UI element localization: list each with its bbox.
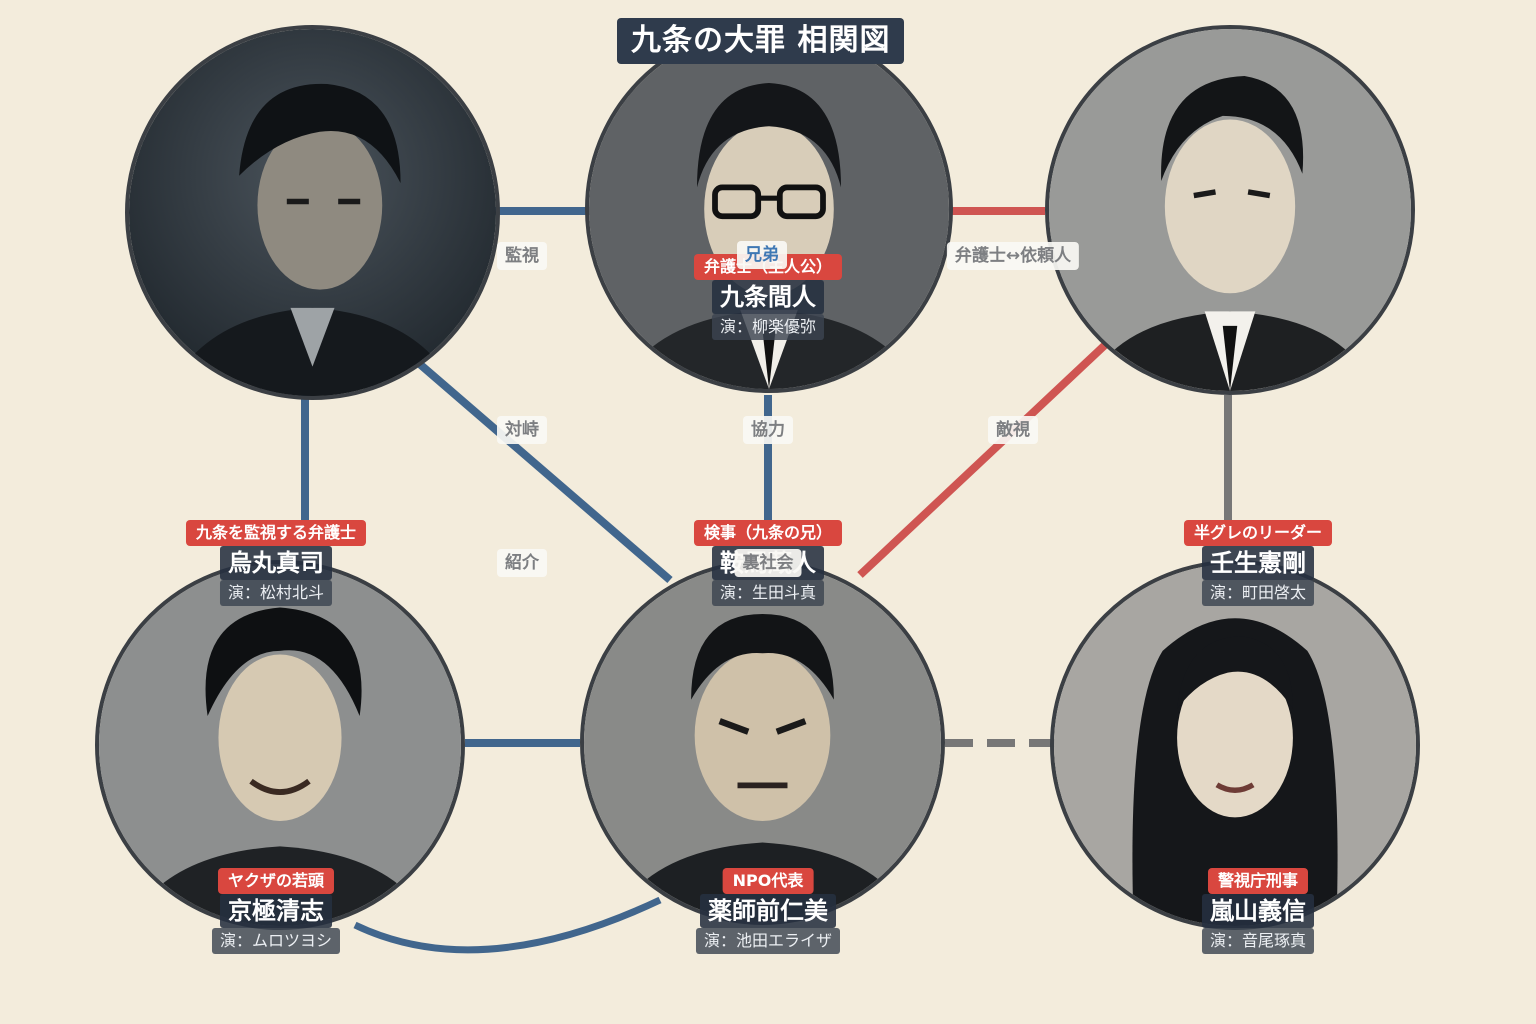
role-badge-kuraki: 検事（九条の兄）: [693, 520, 843, 546]
long-hair-woman-icon: [1054, 564, 1416, 926]
actor-label-kujo: 演：柳楽優弥: [711, 314, 825, 340]
role-badge-arashiyama: 警視庁刑事: [1207, 868, 1309, 894]
relation-label-surveillance: 監視: [497, 242, 547, 270]
dark-hair-man-icon: [129, 29, 496, 396]
glasses-man-icon: [589, 29, 949, 389]
line-top-right-bottom-center: [857, 342, 1108, 578]
portrait-kuraki: [580, 560, 945, 925]
actor-label-yakushimae: 演：池田エライザ: [695, 928, 841, 954]
role-badge-kyogoku: ヤクザの若頭: [217, 868, 335, 894]
relation-label-confront: 対峙: [497, 416, 547, 444]
line-bottom-curve: [353, 896, 662, 954]
diagram-title: 九条の大罪 相関図: [617, 18, 905, 64]
role-badge-mibu: 半グレのリーダー: [1183, 520, 1333, 546]
name-plate-kujo: 九条間人: [712, 280, 824, 314]
portrait-mibu: [1045, 25, 1415, 395]
name-plate-karasuma: 烏丸真司: [220, 546, 332, 580]
relation-label-lawyer-client: 弁護士↔依頼人: [946, 242, 1080, 270]
actor-label-karasuma: 演：松村北斗: [219, 580, 333, 606]
role-badge-karasuma: 九条を監視する弁護士: [185, 520, 367, 546]
line-top-left-bottom-center: [412, 356, 673, 584]
actor-label-kyogoku: 演：ムロツヨシ: [211, 928, 341, 954]
smiling-man-icon: [99, 564, 461, 926]
role-badge-yakushimae: NPO代表: [722, 868, 814, 894]
portrait-kujo: [585, 25, 953, 393]
portrait-kurasu: [125, 25, 500, 400]
name-plate-kyogoku: 京極清志: [220, 894, 332, 928]
relation-label-introduce: 紹介: [497, 549, 547, 577]
portrait-yakushimae: [1050, 560, 1420, 930]
actor-label-mibu: 演：町田啓太: [1201, 580, 1315, 606]
name-plate-arashiyama: 嵐山義信: [1202, 894, 1314, 928]
portrait-kyogoku: [95, 560, 465, 930]
relation-label-cooperate: 協力: [743, 416, 793, 444]
name-plate-mibu: 壬生憲剛: [1202, 546, 1314, 580]
actor-label-arashiyama: 演：音尾琢真: [1201, 928, 1315, 954]
actor-label-kuraki: 演：生田斗真: [711, 580, 825, 606]
stern-man-icon: [584, 564, 941, 921]
slick-hair-man-icon: [1049, 29, 1411, 391]
relation-label-brothers: 兄弟: [737, 241, 787, 269]
relation-label-hostility: 敵視: [988, 416, 1038, 444]
relation-label-underworld: 裏社会: [734, 549, 802, 577]
name-plate-yakushimae: 薬師前仁美: [700, 894, 836, 928]
